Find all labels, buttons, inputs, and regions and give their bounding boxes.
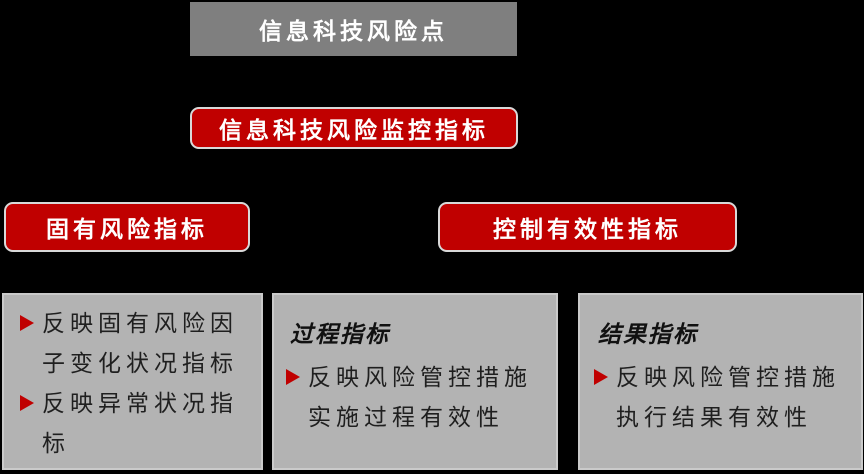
node-root-box: 信息科技风险点 [190, 2, 517, 56]
connector-line [352, 52, 354, 112]
bullet-text: 反映异常状况指 标 [42, 390, 238, 456]
panel-title: 过程指标 [290, 321, 390, 347]
triangle-bullet-icon [20, 315, 34, 331]
connector-line [411, 272, 722, 274]
connector-line [564, 248, 566, 274]
panel-title: 结果指标 [598, 321, 698, 347]
bullet-item: 反映风险管控措施 执行结果有效性 [592, 357, 857, 437]
connector-line [126, 174, 128, 207]
node-inherent-label: 固有风险指标 [46, 216, 208, 242]
node-monitor-label: 信息科技风险监控指标 [219, 117, 489, 143]
bullet-item: 反映异常状况指 标 [18, 383, 257, 463]
bullet-item: 反映风险管控措施 实施过程有效性 [284, 357, 552, 437]
node-control-label: 控制有效性指标 [493, 216, 682, 242]
triangle-bullet-icon [594, 369, 608, 385]
triangle-bullet-icon [20, 395, 34, 411]
panel-result-indicators: 结果指标 反映风险管控措施 执行结果有效性 [578, 293, 863, 470]
triangle-bullet-icon [286, 369, 300, 385]
bullet-text: 反映风险管控措施 实施过程有效性 [308, 364, 532, 430]
connector-line [126, 174, 570, 176]
connector-line [351, 144, 353, 176]
node-root-label: 信息科技风险点 [259, 18, 448, 44]
connector-line [567, 174, 569, 207]
bullet-text: 反映风险管控措施 执行结果有效性 [616, 364, 840, 430]
node-inherent-box: 固有风险指标 [4, 202, 250, 252]
connector-line [719, 272, 721, 298]
panel-inherent-detail: 反映固有风险因 子变化状况指标 反映异常状况指 标 [2, 293, 263, 470]
bullet-text: 反映固有风险因 子变化状况指标 [42, 310, 238, 376]
node-control-box: 控制有效性指标 [438, 202, 737, 252]
connector-line [123, 248, 125, 298]
node-monitor-box: 信息科技风险监控指标 [190, 107, 518, 149]
panel-process-indicators: 过程指标 反映风险管控措施 实施过程有效性 [272, 293, 558, 470]
connector-line [411, 272, 413, 298]
bullet-item: 反映固有风险因 子变化状况指标 [18, 303, 257, 383]
